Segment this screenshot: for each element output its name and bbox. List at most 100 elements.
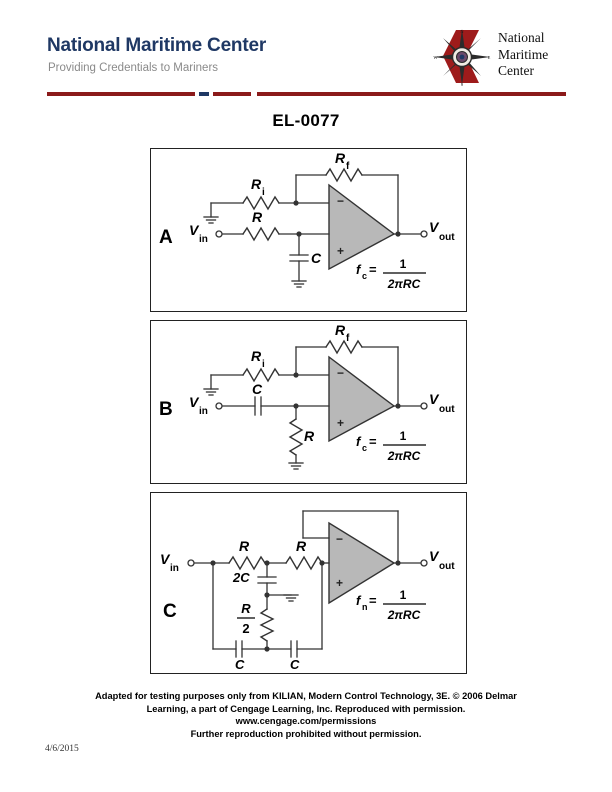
label-c: C <box>252 381 263 397</box>
circuit-diagram-b: − + <box>203 339 428 470</box>
formula-numerator: 1 <box>400 588 407 602</box>
label-vout-sub: out <box>439 561 455 572</box>
input-terminal <box>187 559 195 567</box>
label-c-left: C <box>235 657 245 672</box>
logo-line-2: Maritime <box>498 46 549 62</box>
junction-dot <box>395 231 401 237</box>
footer-line-1: Adapted for testing purposes only from K… <box>95 691 517 701</box>
figure-letter-c: C <box>163 601 177 622</box>
output-terminal <box>420 402 428 410</box>
page-title: EL-0077 <box>272 111 340 130</box>
label-r-half-den: 2 <box>242 621 249 636</box>
header-rule-segment-3 <box>257 92 566 96</box>
label-vin: V <box>189 222 200 238</box>
label-vout: V <box>429 391 440 407</box>
logo-wordmark: National Maritime Center <box>498 30 548 80</box>
formula-lhs: f <box>356 434 362 449</box>
header-rule-segment-1 <box>47 92 195 96</box>
footer-line-2: Learning, a part of Cengage Learning, In… <box>146 703 466 714</box>
junction-dot <box>395 403 401 409</box>
footer-line-4: Further reproduction prohibited without … <box>190 728 422 739</box>
junction-dot <box>319 560 325 566</box>
junction-dot <box>264 560 270 566</box>
figure-letter-a: A <box>159 227 173 248</box>
output-terminal <box>420 230 428 238</box>
circuit-labels-b: R i R f C R V in V out f c = 1 2πRC <box>189 322 455 463</box>
formula-denominator: 2πRC <box>387 277 421 291</box>
svg-text:S: S <box>461 82 464 87</box>
circuit-diagram-c: − + <box>187 510 428 658</box>
label-rf: R <box>335 322 346 338</box>
label-ri-sub: i <box>262 187 265 198</box>
compass-rose-icon: N W E S <box>433 29 491 87</box>
junction-dot <box>264 646 270 652</box>
label-vout-sub: out <box>439 404 455 415</box>
formula-lhs-sub: c <box>362 271 367 281</box>
svg-text:−: − <box>337 194 344 208</box>
logo-block: N W E S National Maritime Center <box>432 27 582 89</box>
formula-denominator: 2πRC <box>387 608 421 622</box>
header-rule-accent <box>199 92 209 96</box>
figure-letter-b: B <box>159 399 173 420</box>
label-r: R <box>304 428 315 444</box>
label-2c: 2C <box>232 570 250 585</box>
label-vout: V <box>429 219 440 235</box>
label-c: C <box>311 250 322 266</box>
organization-title: National Maritime Center <box>47 35 267 56</box>
formula-equals: = <box>369 593 377 608</box>
formula-denominator: 2πRC <box>387 449 421 463</box>
label-vout-sub: out <box>439 232 455 243</box>
junction-dot <box>296 231 302 237</box>
label-r: R <box>252 209 263 225</box>
footer-permissions-url: www.cengage.com/permissions <box>235 716 377 727</box>
junction-dot <box>210 560 216 566</box>
formula-lhs-sub: c <box>362 443 367 453</box>
formula-lhs-sub: n <box>362 602 368 612</box>
input-terminal <box>215 230 223 238</box>
formula-numerator: 1 <box>400 429 407 443</box>
label-vout: V <box>429 548 440 564</box>
circuit-labels-a: R i R f R C V in V out f c = 1 2πRC <box>189 150 455 291</box>
svg-text:W: W <box>433 55 438 60</box>
label-c-right: C <box>290 657 300 672</box>
figure-panel-a: A <box>150 148 467 312</box>
svg-text:N: N <box>460 29 464 34</box>
label-vin: V <box>189 394 200 410</box>
label-ri: R <box>251 348 262 364</box>
output-terminal <box>420 559 428 567</box>
date-stamp: 4/6/2015 <box>45 744 79 754</box>
svg-text:−: − <box>336 532 343 546</box>
header-rule-segment-2 <box>213 92 251 96</box>
formula-equals: = <box>369 434 377 449</box>
junction-dot <box>395 560 401 566</box>
organization-tagline: Providing Credentials to Mariners <box>48 62 219 74</box>
logo-line-3: Center <box>498 63 534 78</box>
attribution-footer: Adapted for testing purposes only from K… <box>56 690 556 740</box>
figure-panel-c: C <box>150 492 467 674</box>
label-rf: R <box>335 150 346 166</box>
logo-line-1: National <box>498 30 545 45</box>
formula-lhs: f <box>356 593 362 608</box>
svg-text:+: + <box>337 244 344 258</box>
label-rf-sub: f <box>346 161 350 172</box>
formula-equals: = <box>369 262 377 277</box>
formula-numerator: 1 <box>400 257 407 271</box>
page-header: National Maritime Center Providing Crede… <box>0 0 612 105</box>
junction-dot <box>293 403 299 409</box>
junction-dot <box>293 372 299 378</box>
label-r2: R <box>296 538 307 554</box>
label-vin-sub: in <box>170 563 179 574</box>
circuit-labels-c: V in R R 2C R 2 C C V out f n = 1 2πRC <box>160 538 455 672</box>
junction-dot <box>293 200 299 206</box>
label-r1: R <box>239 538 250 554</box>
input-terminal <box>215 402 223 410</box>
label-vin-sub: in <box>199 406 208 417</box>
svg-text:−: − <box>337 366 344 380</box>
label-rf-sub: f <box>346 333 350 344</box>
figure-panel-b: B <box>150 320 467 484</box>
label-vin-sub: in <box>199 234 208 245</box>
svg-text:E: E <box>488 55 491 60</box>
formula-lhs: f <box>356 262 362 277</box>
label-r-half-num: R <box>241 601 251 616</box>
label-ri-sub: i <box>262 359 265 370</box>
